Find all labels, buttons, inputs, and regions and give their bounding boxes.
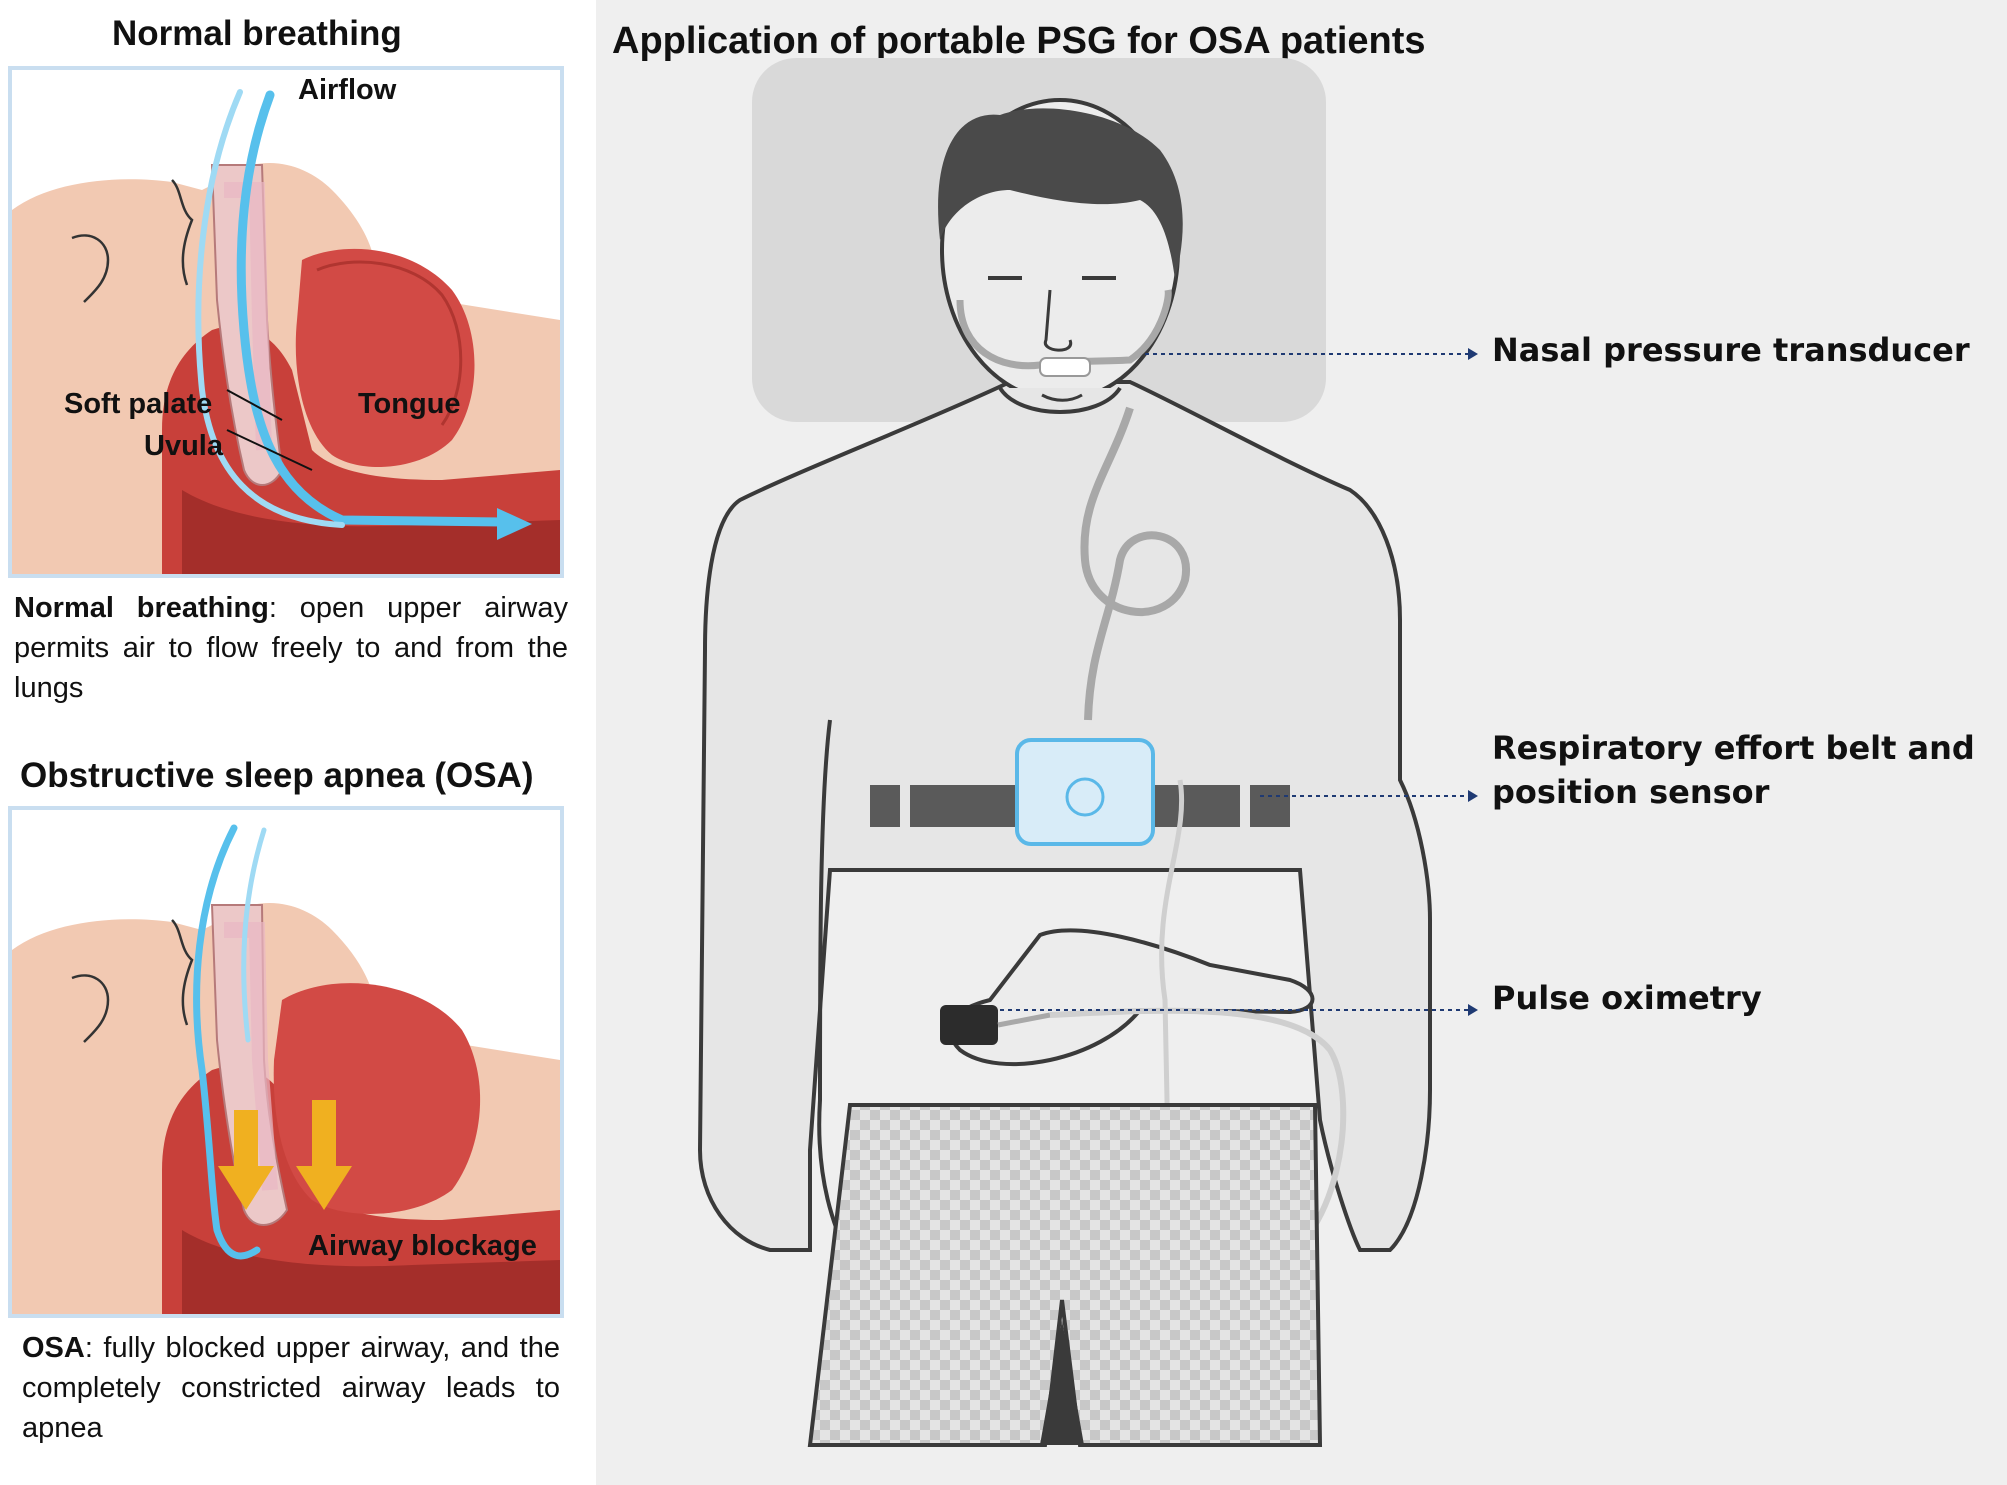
right-hand: [948, 928, 1315, 1067]
pulse-oximeter-clip: [940, 1005, 998, 1045]
hair: [938, 108, 1183, 280]
osa-illustration: Airway blockage: [8, 806, 564, 1318]
cannula-tube: [1080, 406, 1191, 721]
psg-title: Application of portable PSG for OSA pati…: [612, 20, 1426, 62]
osa-desc-bold: OSA: [22, 1332, 85, 1364]
normal-breathing-title: Normal breathing: [112, 14, 402, 53]
osa-airway-anatomy: [12, 824, 560, 1314]
respiratory-belt-label-line1: Respiratory effort belt and: [1492, 729, 1975, 767]
osa-description: OSA: fully blocked upper airway, and the…: [22, 1328, 560, 1448]
psg-recorder-device: [1015, 738, 1155, 846]
normal-breathing-desc-text: : open upper airway permits air to flow …: [14, 592, 568, 704]
nasal-pressure-transducer-label: Nasal pressure transducer: [1492, 331, 1970, 369]
airflow-label: Airflow: [298, 74, 397, 106]
osa-title: Obstructive sleep apnea (OSA): [20, 756, 534, 795]
osa-desc-text: : fully blocked upper airway, and the co…: [22, 1332, 560, 1444]
pulse-oximetry-label: Pulse oximetry: [1492, 979, 1762, 1017]
tongue-label: Tongue: [358, 388, 461, 420]
psg-patient-illustration: [697, 58, 1478, 1447]
soft-palate-label: Soft palate: [64, 388, 213, 420]
airway-blockage-label: Airway blockage: [308, 1230, 537, 1262]
normal-airway-anatomy: [12, 89, 560, 574]
normal-breathing-desc-bold: Normal breathing: [14, 592, 269, 624]
respiratory-belt-label-line2: position sensor: [1492, 773, 1770, 811]
normal-breathing-description: Normal breathing: open upper airway perm…: [14, 588, 568, 708]
normal-breathing-illustration: Airflow Soft palate Tongue Uvula: [8, 66, 564, 578]
uvula-label: Uvula: [144, 430, 223, 462]
left-arm: [817, 719, 852, 1261]
